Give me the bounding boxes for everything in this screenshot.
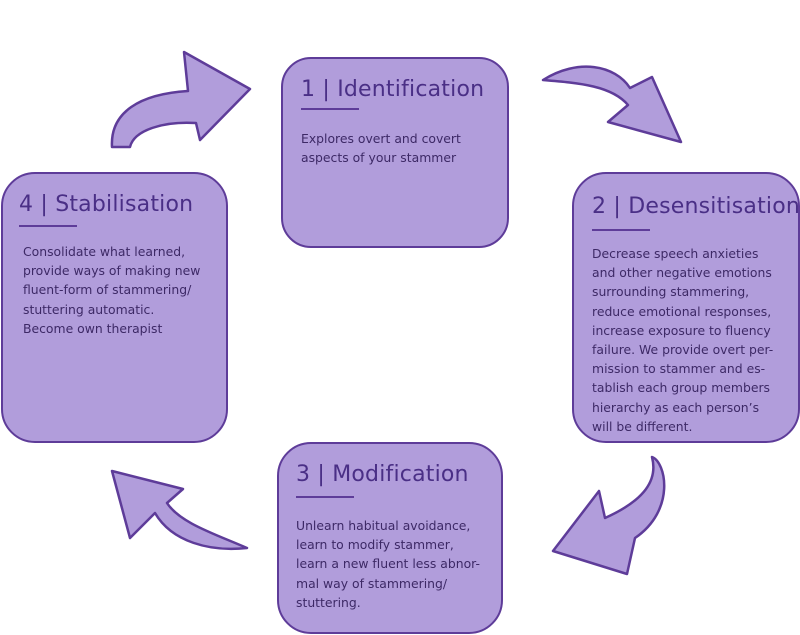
step-stabilisation-box: 4 | Stabilisation Consolidate what learn… xyxy=(1,172,228,443)
step-description: Consolidate what learned, provide ways o… xyxy=(23,244,201,336)
step-description: Explores overt and covert aspects of you… xyxy=(301,131,461,166)
step-identification-box: 1 | Identification Explores overt and co… xyxy=(281,57,509,248)
title-underline xyxy=(592,229,650,231)
arrow-desensitisation-to-modification-icon xyxy=(551,455,666,576)
step-description: Decrease speech anxieties and other nega… xyxy=(592,246,774,434)
arrow-modification-to-stabilisation-icon xyxy=(110,469,249,551)
title-underline xyxy=(296,496,354,498)
step-title: 1 | Identification xyxy=(301,77,485,102)
title-underline xyxy=(301,108,359,110)
title-underline xyxy=(19,225,77,227)
arrow-identification-to-desensitisation-icon xyxy=(541,65,683,144)
step-title: 4 | Stabilisation xyxy=(19,192,194,217)
step-modification-box: 3 | Modification Unlearn habitual avoida… xyxy=(277,442,503,634)
step-title: 2 | Desensitisation xyxy=(592,194,800,219)
step-desensitisation-box: 2 | Desensitisation Decrease speech anxi… xyxy=(572,172,800,443)
arrow-stabilisation-to-identification-icon xyxy=(110,50,252,149)
step-title: 3 | Modification xyxy=(296,462,469,487)
step-description: Unlearn habitual avoidance, learn to mod… xyxy=(296,518,480,610)
